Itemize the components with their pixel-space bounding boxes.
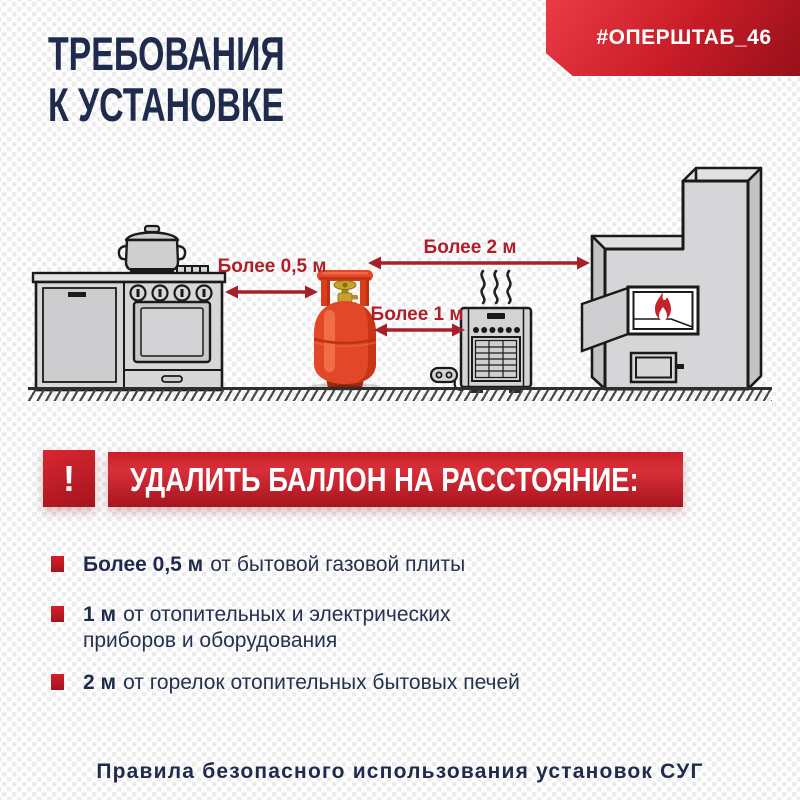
- stove-knobs: [129, 284, 213, 302]
- cylinder-valve: [333, 280, 358, 303]
- cooking-pot-icon: [117, 224, 187, 272]
- furnace-ash-door: [629, 351, 684, 384]
- distance-label-heater: Более 1 м: [370, 304, 464, 325]
- rule-value: Более 0,5 м: [83, 553, 204, 576]
- gas-stove-icon: [31, 224, 227, 392]
- cylinder-handle: [317, 270, 373, 306]
- rule-item-heaters: 1 м от отопительных и электрических прибо…: [51, 602, 520, 654]
- wood-furnace-icon: [580, 166, 763, 391]
- stove-body: [31, 271, 227, 392]
- rule-value: 2 м: [83, 671, 117, 694]
- distance-label-stove: Более 0,5 м: [217, 256, 327, 277]
- rule-item-stove: Более 0,5 м от бытовой газовой плиты: [51, 552, 520, 578]
- heater-grille: [471, 336, 521, 382]
- rule-value: 1 м: [83, 603, 117, 626]
- rule-text: от горелок отопительных бытовых печей: [123, 671, 520, 694]
- page-title: ТРЕБОВАНИЯ К УСТАНОВКЕ: [48, 28, 285, 130]
- gas-cylinder-icon: [308, 270, 382, 391]
- hashtag-badge-label: #ОПЕРШТАБ_46: [596, 26, 772, 49]
- footer-note: Правила безопасного использования устано…: [96, 760, 704, 783]
- rule-text: от отопительных и электрических: [123, 603, 451, 626]
- rule-bullet-square: [51, 556, 64, 572]
- rules-list: Более 0,5 м от бытовой газовой плиты 1 м о…: [51, 552, 520, 696]
- rule-bullet-square: [51, 674, 64, 690]
- alert-banner-title: УДАЛИТЬ БАЛЛОН НА РАССТОЯНИЕ:: [130, 460, 639, 498]
- exclamation-glyph: !: [63, 457, 75, 499]
- distance-label-furnace: Более 2 м: [423, 237, 517, 258]
- rule-item-furnaces: 2 м от горелок отопительных бытовых печей: [51, 670, 520, 696]
- rule-text: от бытовой газовой плиты: [210, 553, 466, 576]
- rule-bullet-square: [51, 606, 64, 622]
- heat-waves-icon: [480, 269, 512, 305]
- title-line-1: ТРЕБОВАНИЯ: [48, 27, 285, 80]
- flame-icon: [655, 291, 671, 321]
- burner-grate-icon: [130, 268, 174, 273]
- electric-heater-icon: [429, 269, 533, 393]
- installation-diagram: Более 0,5 м Более 1 м Более 2 м: [0, 158, 800, 406]
- ground-hatching: [28, 387, 772, 401]
- title-line-2: К УСТАНОВКЕ: [48, 78, 285, 131]
- hashtag-badge: #ОПЕРШТАБ_46: [546, 0, 800, 76]
- rule-text-line2: приборов и оборудования: [83, 629, 338, 652]
- alert-banner: УДАЛИТЬ БАЛЛОН НА РАССТОЯНИЕ:: [108, 452, 683, 507]
- furnace-firebox: [626, 285, 700, 336]
- warning-exclamation-icon: !: [43, 450, 95, 507]
- cylinder-body: [313, 301, 377, 384]
